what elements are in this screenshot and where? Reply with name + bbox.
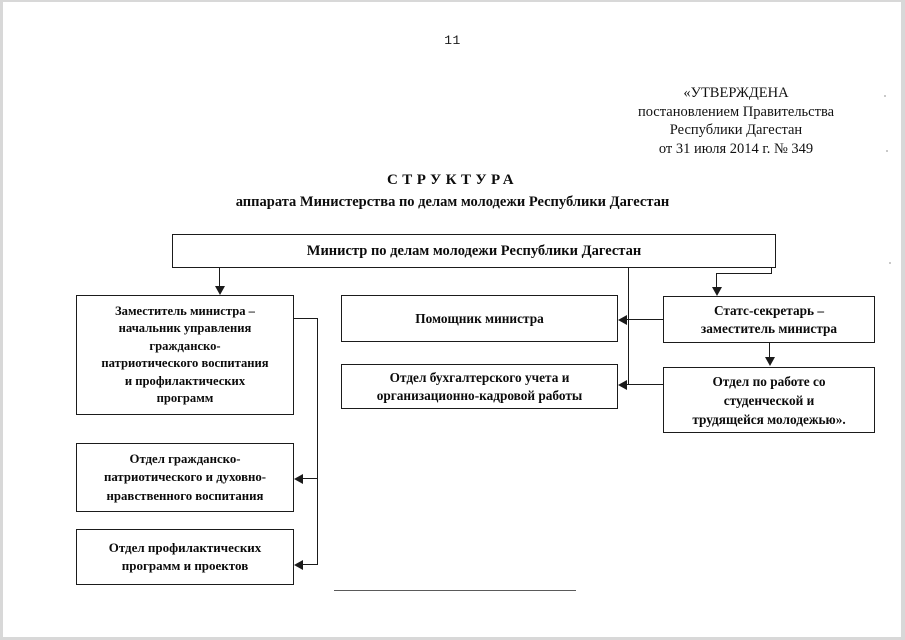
arrowhead-deputy (215, 286, 225, 295)
connector-minister-right-stub (771, 268, 773, 274)
node-accounting-department-label: Отдел бухгалтерского учета и организацио… (376, 369, 583, 403)
scan-edge-bottom (0, 637, 905, 640)
arrowhead-accounting (618, 380, 627, 390)
node-student-youth-department-label: Отдел по работе со студенческой и трудящ… (692, 373, 846, 427)
page-subtitle: аппарата Министерства по делам молодежи … (235, 194, 670, 210)
node-minister-label: Министр по делам молодежи Республики Даг… (306, 243, 642, 259)
connector-branch-accounting (627, 384, 665, 386)
approval-line-3: Республики Дагестан (669, 122, 803, 138)
connector-branch-civic-dept (303, 478, 318, 480)
node-prevention-programs-department[interactable]: Отдел профилактических программ и проект… (76, 529, 294, 585)
connector-deputy-out (294, 318, 318, 320)
scan-speck (884, 95, 886, 97)
connector-minister-right-horizontal (716, 273, 772, 275)
node-prevention-programs-department-label: Отдел профилактических программ и проект… (108, 539, 262, 574)
page-number: 11 (444, 33, 461, 48)
node-minister[interactable]: Министр по делам молодежи Республики Даг… (172, 234, 776, 268)
node-civic-patriotic-department[interactable]: Отдел гражданско- патриотического и духо… (76, 443, 294, 512)
connector-branch-assistant (627, 319, 665, 321)
connector-branch-prevention-dept (303, 564, 318, 566)
bottom-rule (334, 590, 576, 591)
arrowhead-student-dept (765, 357, 775, 366)
node-state-secretary-label: Статс-секретарь – заместитель министра (700, 302, 838, 336)
connector-state-secretary-to-student-dept (769, 343, 771, 358)
connector-to-state-secretary (716, 273, 718, 288)
node-deputy-minister-label: Заместитель министра – начальник управле… (101, 303, 269, 406)
node-deputy-minister[interactable]: Заместитель министра – начальник управле… (76, 295, 294, 415)
approval-line-4: от 31 июля 2014 г. № 349 (658, 140, 814, 157)
node-civic-patriotic-department-label: Отдел гражданско- патриотического и духо… (103, 451, 267, 503)
scan-edge-left (0, 0, 3, 640)
arrowhead-assistant (618, 315, 627, 325)
connector-left-bus (317, 318, 319, 565)
connector-minister-to-deputy (219, 268, 221, 287)
scan-speck (889, 262, 891, 264)
scan-edge-top (0, 0, 905, 2)
node-assistant-minister[interactable]: Помощник министра (341, 295, 618, 342)
node-accounting-department[interactable]: Отдел бухгалтерского учета и организацио… (341, 364, 618, 409)
scan-speck (886, 150, 888, 152)
arrowhead-civic-dept (294, 474, 303, 484)
page-title: СТРУКТУРА (386, 172, 519, 188)
connector-center-bus (628, 268, 630, 385)
approval-line-2: постановлением Правительства (637, 103, 835, 120)
node-state-secretary[interactable]: Статс-секретарь – заместитель министра (663, 296, 875, 343)
scan-edge-right (901, 0, 905, 640)
approval-block: «УТВЕРЖДЕНА постановлением Правительства… (596, 84, 876, 158)
node-assistant-minister-label: Помощник министра (415, 311, 544, 326)
node-student-youth-department[interactable]: Отдел по работе со студенческой и трудящ… (663, 367, 875, 433)
arrowhead-state-secretary (712, 287, 722, 296)
arrowhead-prevention-dept (294, 560, 303, 570)
approval-line-1: «УТВЕРЖДЕНА (683, 85, 789, 101)
